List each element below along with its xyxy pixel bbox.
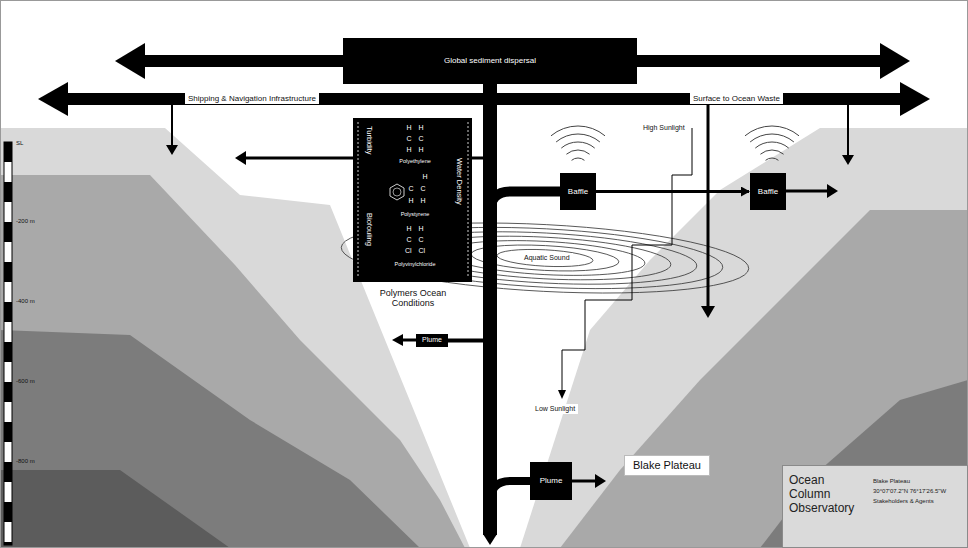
node-text: Biofouling: [364, 213, 373, 246]
title-block: Ocean Column Observatory Blake Plateau 30°…: [782, 465, 968, 548]
node-text: C C: [406, 135, 423, 143]
node-text: 30°07'07.2"N 76°17'26.5"W: [873, 488, 946, 495]
arrow-head: [880, 43, 910, 79]
sound-arc: [551, 126, 605, 136]
arrow-head: [38, 82, 68, 116]
depth-label: -200 m: [16, 218, 35, 225]
sunlight-line: [562, 128, 692, 392]
sound-arc: [745, 126, 799, 136]
arrow-head: [595, 474, 606, 488]
baffle-box: Baffle: [750, 173, 786, 210]
note-label: Shipping & Navigation Infrastructure: [185, 93, 319, 104]
depth-label: SL: [16, 140, 23, 147]
node-text: Baffle: [568, 187, 588, 196]
sound-arc: [566, 150, 589, 154]
slope-mid: [560, 210, 968, 548]
polymer-box: TurbidityWater DensityBiofouling H H C C H …: [353, 118, 472, 282]
node-text: Polystyrene: [401, 211, 430, 217]
scale-bar: [4, 142, 12, 545]
scale-ticks: [4, 142, 12, 545]
arrow-head: [392, 334, 403, 346]
node-text: Plume: [540, 476, 563, 485]
slope-dark: [760, 380, 968, 548]
baffle-out: [786, 190, 830, 193]
connector: [490, 84, 530, 503]
node-text: Global sediment dispersal: [444, 56, 536, 65]
node-text: Polyvinylchloride: [395, 261, 436, 267]
node-text: H H: [406, 225, 423, 233]
node-text: Water Density: [454, 158, 463, 205]
node-text: Baffle: [758, 187, 778, 196]
down-arrow: [171, 105, 173, 148]
note-label: High Sunlight: [640, 123, 688, 133]
note-label: Low Sunlight: [532, 404, 578, 414]
node-text: Polymers Ocean Conditions: [361, 288, 465, 309]
plume-box: Plume: [530, 462, 572, 500]
node-text: C C: [406, 236, 423, 244]
arrow-head: [235, 151, 246, 165]
sediment-box: Global sediment dispersal: [343, 38, 637, 84]
note-label: Aquatic Sound: [521, 253, 573, 263]
shelf-darkest: [0, 470, 230, 548]
benzene-ring: [393, 188, 401, 196]
dashed-line: [468, 122, 469, 278]
connector: [596, 190, 749, 193]
depth-label: -400 m: [16, 298, 35, 305]
sound-arc: [561, 142, 594, 148]
benzene-ring: [390, 184, 404, 200]
arrow-head: [558, 390, 566, 399]
depth-label: -800 m: [16, 458, 35, 465]
scale-frame: [4, 142, 12, 545]
node-text: Blake Plateau: [873, 478, 910, 485]
node-text: H H: [408, 197, 425, 205]
sound-arc: [760, 150, 783, 154]
node-text: Turbidity: [364, 126, 373, 154]
node-text: Polyethylene: [399, 158, 431, 164]
shelf-dark: [0, 330, 420, 548]
node-text: Plume: [422, 336, 442, 344]
sound-arc: [572, 158, 585, 160]
node-text: Ocean Column Observatory: [789, 474, 861, 515]
sound-arc: [750, 134, 794, 142]
sound-arc: [755, 142, 788, 148]
depth-label: -600 m: [16, 378, 35, 385]
arrow-head: [827, 184, 838, 198]
node-text: H H: [406, 146, 423, 154]
dashed-line: [358, 122, 359, 278]
node-text: H H: [406, 124, 423, 132]
arrow-head: [842, 155, 854, 165]
node-text: Stakeholders & Agents: [873, 498, 934, 505]
node-text: Cl Cl: [405, 247, 425, 255]
node-text: C C: [408, 185, 425, 193]
band-top: [140, 55, 885, 67]
trunk-point: [483, 534, 497, 545]
down-arrow: [847, 105, 849, 158]
plume-out: [572, 480, 598, 483]
aquatic-sound-ring: [444, 236, 645, 280]
arrows: [172, 105, 848, 481]
sound-arc: [766, 158, 779, 160]
connector: [490, 84, 560, 214]
node-text: H: [422, 173, 427, 181]
aquatic-sound-ring: [497, 247, 594, 268]
sound-arc: [556, 134, 600, 142]
note-label: Surface to Ocean Waste: [690, 93, 783, 104]
down-arrow: [707, 105, 710, 310]
plume-box: Plume: [416, 334, 448, 347]
arrow-head: [900, 82, 930, 116]
arrow-head: [166, 145, 178, 155]
baffle-box: Baffle: [560, 173, 596, 210]
arrow-head: [115, 43, 145, 79]
arrow-head: [701, 306, 715, 318]
slope-light: [520, 128, 968, 548]
note-label: Blake Plateau: [624, 455, 710, 476]
